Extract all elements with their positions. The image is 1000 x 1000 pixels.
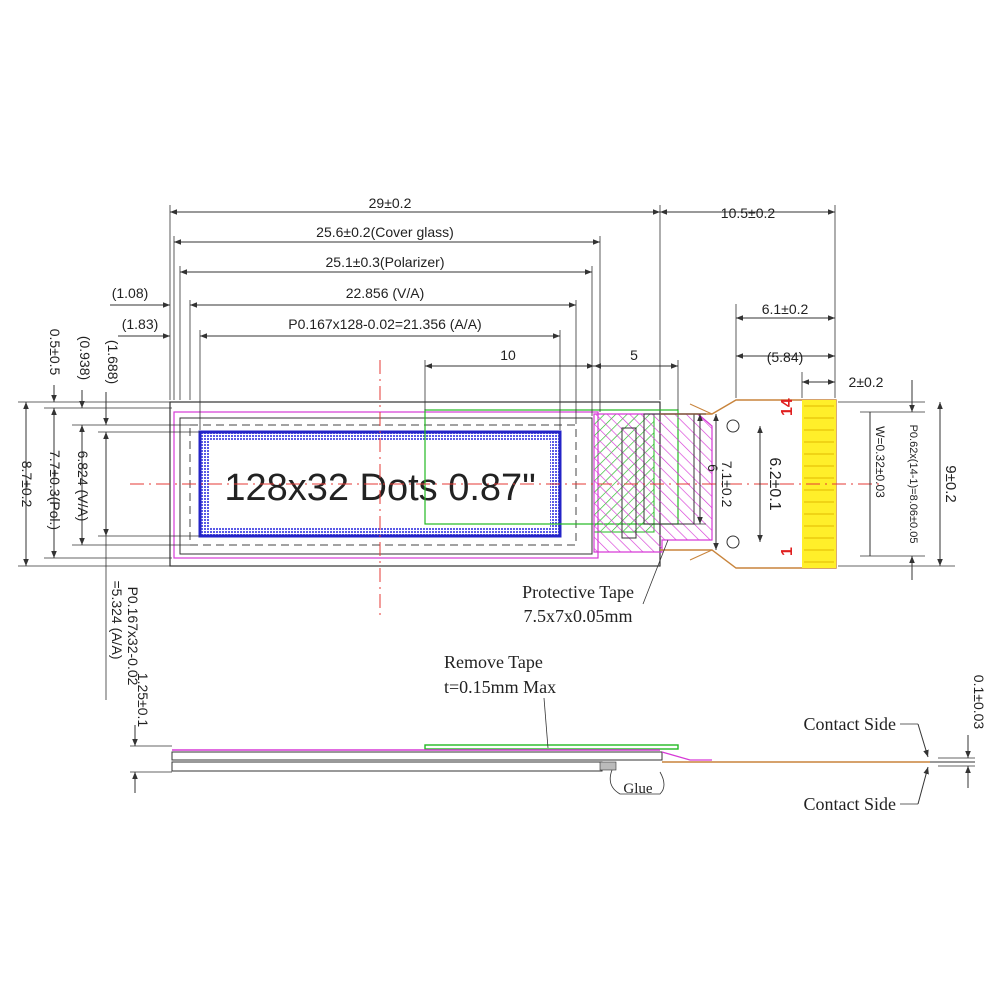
dim-108: (1.08): [112, 285, 149, 301]
side-glass-bottom: [171, 761, 603, 772]
dim-left-aa-result: =5.324 (A/A): [109, 581, 125, 660]
fpc-hole-top: [726, 419, 740, 433]
right-dimensions: 6 7.1±0.2 6.2±0.1 P0.62x(14-1)=8.06±0.05…: [654, 380, 959, 580]
side-glass-top: [171, 751, 663, 761]
pin-label-14: 14: [779, 398, 796, 416]
dim-tail-thickness: 0.1±0.03: [971, 675, 987, 730]
dim-right-width: W=0.32±0.03: [873, 426, 887, 498]
dim-va: 22.856 (V/A): [346, 285, 425, 301]
dim-fpc-2: 2±0.2: [849, 374, 884, 390]
dim-left-1688: (1.688): [105, 340, 121, 384]
left-dimensions: 8.7±0.2 7.7±0.3(Pol.) 6.824 (V/A) 0.5±0.…: [18, 329, 200, 700]
label-remove-tape: Remove Tape: [444, 652, 543, 672]
dim-fpc-length: 10.5±0.2: [721, 205, 776, 221]
fpc-hole-bottom: [726, 535, 740, 549]
pin-label-1: 1: [779, 547, 796, 556]
dim-left-va: 6.824 (V/A): [75, 451, 91, 522]
side-view: 1.25±0.1 Glue Remove Tape t=0.15mm Max C…: [130, 652, 987, 814]
dim-left-05: 0.5±0.5: [47, 329, 63, 376]
centerlines: [130, 360, 880, 620]
protective-tape: [593, 413, 713, 553]
side-remove-tape: [424, 744, 679, 750]
label-glue: Glue: [623, 781, 653, 797]
dim-right-pitch: P0.62x(14-1)=8.06±0.05: [907, 425, 919, 544]
protective-tape-callout: Protective Tape 7.5x7x0.05mm: [522, 539, 669, 626]
label-contact-side-top: Contact Side: [804, 714, 897, 734]
label-remove-tape-thickness: t=0.15mm Max: [444, 677, 556, 697]
dim-overall-length: 29±0.2: [369, 195, 412, 211]
dim-right-overall: 9±0.2: [942, 465, 959, 502]
dim-left-aa: P0.167x32-0.02: [125, 587, 141, 686]
label-contact-side-bottom: Contact Side: [804, 794, 897, 814]
contact-lines: [804, 405, 834, 563]
dim-right-6: 6: [705, 464, 721, 472]
dim-183: (1.83): [122, 316, 159, 332]
dim-side-thickness: 1.25±0.1: [135, 673, 151, 728]
dim-fpc-61: 6.1±0.2: [762, 301, 809, 317]
dim-left-pol: 7.7±0.3(Pol.): [47, 450, 63, 530]
dim-polarizer: 25.1±0.3(Polarizer): [326, 254, 445, 270]
dim-cover-glass: 25.6±0.2(Cover glass): [316, 224, 454, 240]
label-protective-tape: Protective Tape: [522, 582, 634, 602]
viewing-area: [189, 424, 577, 546]
dim-right-62: 6.2±0.1: [766, 457, 783, 510]
dim-left-overall: 8.7±0.2: [19, 461, 35, 508]
dim-fpc-584: (5.84): [767, 349, 804, 365]
dim-5: 5: [630, 347, 638, 363]
dim-right-71: 7.1±0.2: [719, 461, 735, 508]
dim-aa: P0.167x128-0.02=21.356 (A/A): [288, 316, 481, 332]
label-protective-tape-size: 7.5x7x0.05mm: [523, 606, 632, 626]
dim-10: 10: [500, 347, 516, 363]
top-dimensions: 29±0.2 10.5±0.2 25.6±0.2(Cover glass) 25…: [110, 195, 884, 430]
dim-left-0938: (0.938): [77, 336, 93, 380]
glue: [599, 761, 617, 771]
polarizer-outline: [179, 417, 593, 555]
